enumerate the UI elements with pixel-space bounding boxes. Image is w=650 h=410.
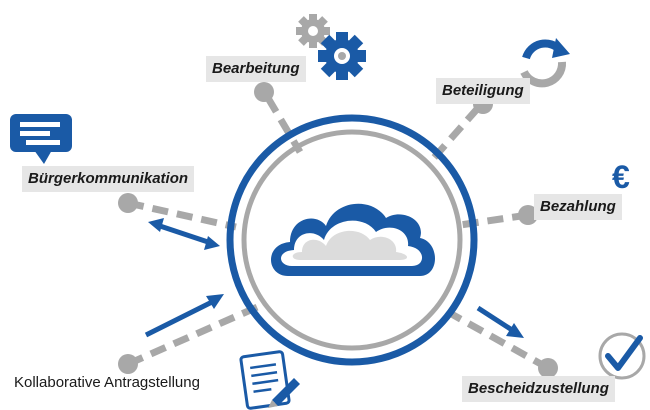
- dot-buergerkommunikation: [118, 193, 138, 213]
- label-kollaborative-antragstellung: Kollaborative Antragstellung: [14, 374, 200, 391]
- label-bearbeitung: Bearbeitung: [206, 56, 306, 82]
- outer-ring: [226, 114, 478, 366]
- label-bezahlung: Bezahlung: [534, 194, 622, 220]
- arrow-buergerkommunikation: [159, 223, 209, 245]
- chat-bubble-icon: [10, 114, 72, 164]
- arrowhead-buerger-right: [204, 236, 220, 250]
- label-buergerkommunikation: Bürgerkommunikation: [22, 166, 195, 192]
- label-beteiligung: Beteiligung: [436, 78, 530, 104]
- arrowhead-kollaborative: [206, 294, 224, 309]
- euro-icon: €: [604, 156, 644, 196]
- connector-dots: [118, 82, 558, 378]
- connector-bearbeitung: [264, 96, 304, 154]
- dot-kollaborative: [118, 354, 138, 374]
- arrow-bescheidzustellung: [476, 305, 514, 333]
- dot-bescheidzustellung: [538, 358, 558, 378]
- cloud-icon: [271, 203, 435, 276]
- svg-text:€: €: [612, 159, 630, 195]
- gears-icon: [296, 14, 366, 80]
- blue-arrows: [144, 218, 524, 338]
- arrow-kollaborative: [144, 299, 214, 338]
- label-bescheidzustellung: Bescheidzustellung: [462, 376, 615, 402]
- connector-bescheidzustellung: [446, 308, 550, 372]
- arrowhead-buerger-left: [148, 218, 164, 232]
- connector-buergerkommunikation: [127, 199, 237, 231]
- central-hub: [226, 114, 478, 366]
- dot-bearbeitung: [254, 82, 274, 102]
- checkmark-icon: [598, 332, 646, 380]
- refresh-icon: [520, 38, 570, 88]
- document-pen-icon: [239, 350, 300, 410]
- arrowhead-bescheidzustellung: [506, 323, 524, 338]
- dot-bezahlung: [518, 205, 538, 225]
- inner-ring: [241, 129, 463, 351]
